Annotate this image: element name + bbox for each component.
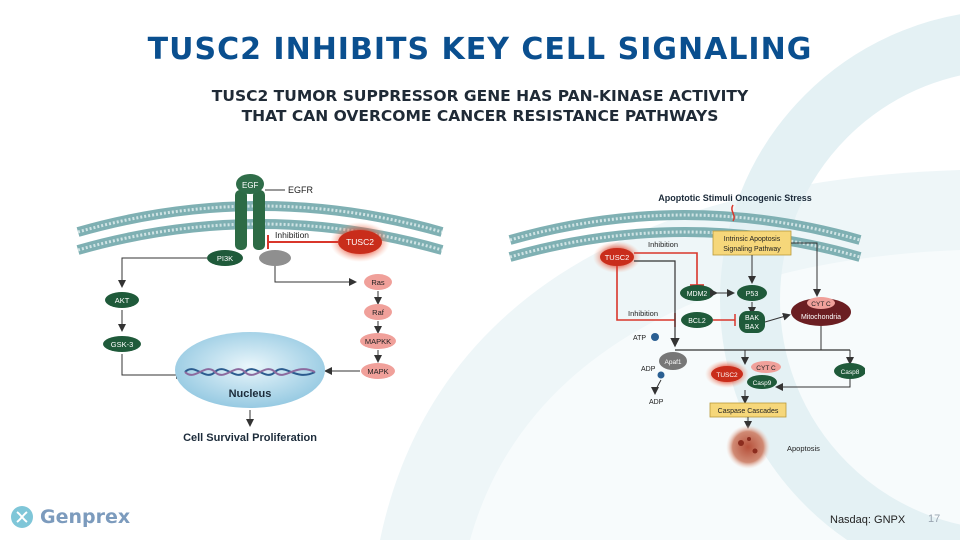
egfr-receptor [235, 174, 265, 250]
egfr-label: EGFR [288, 185, 314, 195]
p53-label: P53 [746, 291, 759, 298]
inhibition-bottom-label: Inhibition [628, 309, 658, 318]
egf-label: EGF [242, 181, 259, 190]
atp-molecule [651, 333, 659, 341]
bax-label: BAX [745, 324, 759, 331]
gsk3-label: GSK-3 [111, 340, 134, 349]
inhibition-label: Inhibition [275, 230, 309, 240]
raf-label: Raf [372, 308, 385, 317]
egfr-pathway-diagram: EGF EGFR TUSC2 Inhibition PI3K AKT GSK-3… [76, 174, 444, 444]
p53-node [737, 285, 767, 301]
mitochondria [791, 298, 851, 326]
ticker-label: Nasdaq: GNPX [830, 514, 906, 526]
pi3k-node [207, 250, 243, 266]
cytc-top-node [807, 297, 835, 309]
tusc2-lower-node [711, 366, 743, 382]
apoptotic-cell [726, 425, 770, 469]
apoptosis-pathway-diagram: Apoptotic Stimuli Oncogenic Stress TUSC2… [508, 193, 865, 469]
casp9-label: Casp9 [753, 380, 772, 387]
bak-label: BAK [745, 315, 759, 322]
genprex-logo: Genprex [10, 505, 130, 529]
intrinsic-line-1: Intrinsic Apoptosis [724, 236, 781, 243]
raf-node [364, 304, 392, 320]
mapkk-node [360, 333, 396, 349]
apaf1-label: Apaf1 [665, 359, 682, 366]
bcl2-label: BCL2 [688, 318, 706, 325]
mdm2-label: MDM2 [687, 291, 708, 298]
intrinsic-pathway-box [712, 230, 792, 256]
casp8-label: Casp8 [841, 369, 860, 376]
pi3k-label: PI3K [217, 254, 233, 263]
atp-label: ATP [633, 335, 646, 342]
logo-text: Genprex [40, 506, 131, 528]
casp9-node [747, 375, 777, 389]
dna-helix [184, 368, 316, 376]
adp-label-1: ADP [641, 366, 656, 373]
tusc2-label: TUSC2 [346, 237, 374, 247]
mapkk-label: MAPKK [365, 337, 391, 346]
ras-node [364, 274, 392, 290]
akt-label: AKT [115, 296, 130, 305]
logo-mark-icon [11, 506, 33, 528]
apoptosis-label: Apoptosis [787, 444, 820, 453]
cytc-lower-node [751, 361, 781, 373]
mdm2-node [680, 285, 714, 301]
ras-label: Ras [371, 278, 385, 287]
cell-membrane-right [508, 210, 862, 262]
subtitle-line-2: THAT CAN OVERCOME CANCER RESISTANCE PATH… [241, 107, 719, 125]
adp-label-2: ADP [649, 399, 664, 406]
subtitle-line-1: TUSC2 TUMOR SUPPRESSOR GENE HAS PAN-KINA… [211, 87, 749, 105]
adp-molecule [657, 371, 665, 379]
tusc2-label-right: TUSC2 [605, 253, 630, 262]
gsk3-node [103, 336, 141, 352]
outcome-label: Cell Survival Proliferation [183, 432, 317, 444]
slide-subtitle: TUSC2 TUMOR SUPPRESSOR GENE HAS PAN-KINA… [0, 86, 960, 126]
bcl2-node [681, 312, 713, 328]
caspase-cascades-label: Caspase Cascades [718, 408, 779, 415]
tusc2-node-right [600, 248, 634, 266]
cytc-top-label: CYT C [811, 301, 831, 308]
bak-bax-node [739, 311, 765, 333]
cytc-lower-label: CYT C [756, 365, 776, 372]
intrinsic-line-2: Signaling Pathway [723, 246, 781, 253]
tusc2-lower-label: TUSC2 [716, 372, 738, 379]
mapk-node [361, 363, 395, 379]
tusc2-node [338, 230, 382, 254]
nucleus-label: Nucleus [229, 388, 272, 400]
slide-title: TUSC2 INHIBITS KEY CELL SIGNALING [147, 32, 813, 67]
page-number: 17 [928, 513, 941, 525]
apaf1-node [659, 352, 687, 370]
akt-node [105, 292, 139, 308]
inhibition-top-label: Inhibition [648, 240, 678, 249]
adaptor-node [259, 250, 291, 266]
stimuli-label: Apoptotic Stimuli Oncogenic Stress [658, 193, 812, 203]
casp8-node [834, 363, 865, 379]
mapk-label: MAPK [367, 367, 388, 376]
mitochondria-label: Mitochondria [801, 314, 841, 321]
